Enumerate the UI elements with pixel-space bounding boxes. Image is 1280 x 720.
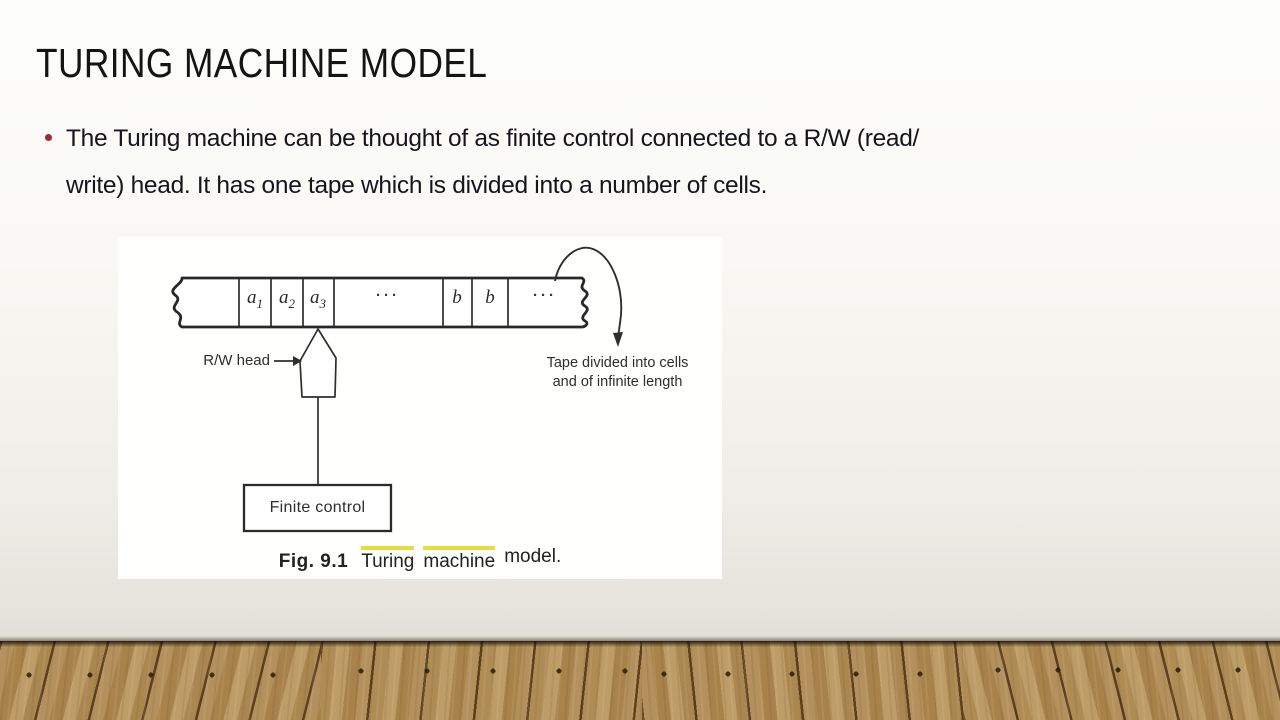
caption-fig-number: Fig. 9.1 bbox=[278, 551, 349, 572]
bullet-marker bbox=[45, 134, 52, 141]
slide-bottom-shadow bbox=[0, 636, 1280, 642]
figure-panel: a1 a2 a3 ··· b b ··· R/W head T bbox=[118, 237, 722, 579]
caption-text: Turing machine model. bbox=[361, 546, 561, 573]
tape-note-line-2: and of infinite length bbox=[552, 374, 683, 390]
bullet-text-line-1: The Turing machine can be thought of as … bbox=[66, 125, 920, 152]
caption-highlighted-word-1: Turing bbox=[361, 546, 415, 573]
floor-planks-center-right bbox=[642, 641, 963, 720]
turing-machine-diagram bbox=[171, 246, 623, 533]
floor-planks-center-left bbox=[321, 641, 642, 720]
floor-planks-right bbox=[963, 641, 1280, 720]
tape-note: Tape divided into cells and of infinite … bbox=[515, 354, 720, 392]
rw-label-arrow-icon bbox=[274, 356, 302, 366]
tape-cell-b2: b bbox=[485, 287, 495, 308]
tape-cell-ellipsis-1: ··· bbox=[376, 287, 400, 304]
figure-caption: Fig. 9.1 Turing machine model. bbox=[118, 546, 722, 573]
finite-control-label: Finite control bbox=[269, 499, 366, 516]
tape-note-line-1: Tape divided into cells bbox=[546, 355, 689, 371]
floor-planks-left bbox=[0, 641, 321, 720]
tape-cell-dividers bbox=[238, 279, 509, 326]
tape-cell-ellipsis-2: ··· bbox=[533, 287, 557, 304]
rw-head-pointer bbox=[299, 328, 337, 398]
caption-rest: model. bbox=[504, 546, 562, 567]
caption-highlighted-word-2: machine bbox=[423, 546, 496, 573]
slide-background: TURING MACHINE MODEL The Turing machine … bbox=[0, 0, 1280, 641]
infinite-tape-arrow-icon bbox=[554, 246, 623, 347]
tape-cell-a2: a2 bbox=[279, 287, 295, 311]
bullet-text-line-2: write) head. It has one tape which is di… bbox=[66, 172, 768, 199]
slide-title: TURING MACHINE MODEL bbox=[36, 40, 488, 86]
tape-outline bbox=[171, 276, 589, 329]
tape-cell-a3: a3 bbox=[310, 287, 326, 311]
tape-cell-a1: a1 bbox=[247, 287, 263, 311]
finite-control-box bbox=[242, 483, 393, 533]
tape-cell-b1: b bbox=[452, 287, 462, 308]
wood-floor bbox=[0, 641, 1280, 720]
rw-head-label: R/W head bbox=[203, 352, 270, 369]
